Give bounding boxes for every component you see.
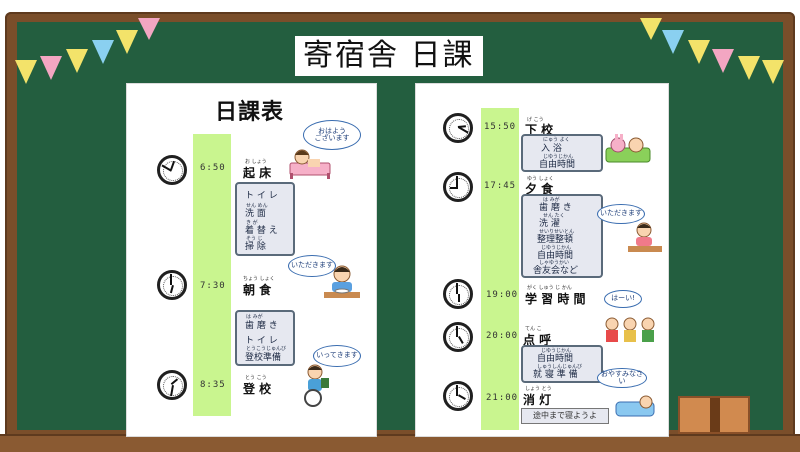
ruby-text: お しょう — [245, 159, 267, 165]
time-label: 19:00 — [486, 290, 519, 300]
clock-icon — [157, 270, 187, 300]
event-go-to-school: 登 校 — [243, 382, 272, 396]
board-title: 寄宿舎 日課 — [295, 36, 483, 76]
clock-icon — [443, 381, 473, 411]
clock-icon — [157, 370, 187, 400]
speech-bubble: おやすみなさい — [597, 368, 647, 388]
bunting-flag — [662, 30, 684, 54]
child-sleeping-illustration — [615, 395, 655, 417]
bath-illustration — [605, 134, 651, 163]
ruby-text: ゆう しょく — [527, 176, 554, 182]
sheet-heading: 日課表 — [215, 100, 285, 125]
time-label: 20:00 — [486, 331, 519, 341]
clock-icon — [443, 113, 473, 143]
ruby-text: ちょう しょく — [243, 276, 275, 282]
time-label: 8:35 — [200, 380, 226, 390]
clock-icon — [443, 322, 473, 352]
speech-bubble: いってきます — [313, 345, 361, 367]
bunting-flag — [15, 60, 37, 84]
child-wheelchair-illustration — [304, 364, 329, 407]
clock-icon — [443, 279, 473, 309]
event-roll-call: 点 呼 — [523, 333, 552, 347]
speech-bubble: いただきます — [288, 255, 336, 277]
ruby-text: がく しゅう じ かん — [527, 285, 572, 291]
clock-icon — [157, 155, 187, 185]
child-dinner-illustration — [628, 222, 662, 252]
speech-bubble: はーい! — [604, 290, 642, 308]
time-label: 21:00 — [486, 393, 519, 403]
speech-bubble: いただきます — [597, 204, 645, 224]
bunting-flag — [712, 49, 734, 73]
child-eating-illustration — [324, 265, 360, 298]
time-bar — [481, 108, 519, 430]
event-dinner: 夕 食 — [525, 182, 554, 196]
bunting-flag — [138, 18, 160, 40]
children-roll-call-illustration — [605, 317, 655, 342]
time-bar — [193, 134, 231, 416]
bunting-flag — [116, 30, 138, 54]
event-lights-out: 消 灯 — [523, 393, 552, 407]
lights-out-banner: 途中まで寝ようよ — [521, 408, 609, 424]
time-label: 15:50 — [484, 122, 517, 132]
bunting-flag — [92, 40, 114, 64]
event-breakfast: 朝 食 — [243, 283, 272, 297]
bunting-flag — [688, 40, 710, 64]
bunting-flag — [640, 18, 662, 40]
event-leave-school: 下 校 — [525, 123, 554, 137]
bunting-flag — [66, 49, 88, 73]
chalk-ledge — [0, 434, 800, 452]
time-label: 6:50 — [200, 163, 226, 173]
event-study-time: 学 習 時 間 — [525, 292, 586, 306]
ruby-text: しょう とう — [525, 386, 552, 392]
ruby-text: てん こ — [525, 326, 542, 332]
time-label: 7:30 — [200, 281, 226, 291]
ruby-text: げ こう — [527, 117, 544, 123]
activity-box-dinner: は みが 歯 磨 き せん たく 洗 濯 せいりせいとん 整理整頓 じゆうじかん… — [521, 194, 603, 278]
activity-box-after-school: にゅう よく 入 浴 じゆうじかん 自由時間 — [521, 134, 603, 172]
activity-box-breakfast: は みが 歯 磨 き ト イ レ とうこうじゅんび 登校準備 — [235, 310, 295, 366]
bunting-flag — [762, 60, 784, 84]
ruby-text: とう こう — [245, 375, 267, 381]
speech-bubble: おはよう ございます — [303, 120, 361, 150]
bunting-flag — [40, 56, 62, 80]
activity-box-roll-call: じゆうじかん 自由時間 しゅうしんじゅんび 就 寝 準 備 — [521, 345, 603, 383]
event-wake-up: 起 床 — [243, 166, 272, 180]
time-label: 17:45 — [484, 181, 517, 191]
cardboard-box — [678, 396, 750, 434]
bunting-flag — [738, 56, 760, 80]
activity-box-morning: ト イ レ せん めん 洗 面 き が 着 替 え そう じ 掃 除 — [235, 182, 295, 256]
child-waking-illustration — [289, 149, 331, 179]
clock-icon — [443, 172, 473, 202]
